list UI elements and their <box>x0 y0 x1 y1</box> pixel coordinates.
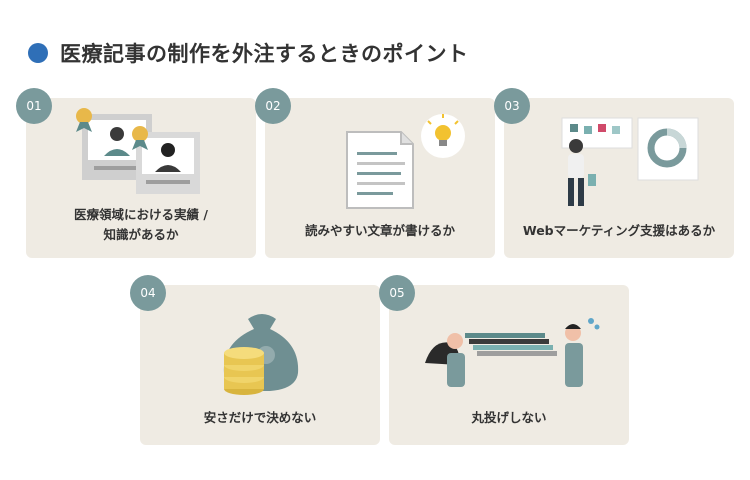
card-label-line1: 医療領域における実績 / <box>74 207 208 223</box>
card-number-badge: 05 <box>379 275 415 311</box>
card-number-badge: 04 <box>130 275 166 311</box>
award-doctors-icon <box>76 108 200 194</box>
page-header: 医療記事の制作を外注するときのポイント <box>28 38 469 68</box>
card-label: 読みやすい文章が書けるか <box>304 222 455 238</box>
title-dot-icon <box>28 43 48 63</box>
document-lightbulb-icon <box>346 114 465 209</box>
card-label-line2: 知識があるか <box>103 226 179 242</box>
card-label: Webマーケティング支援はあるか <box>522 222 716 238</box>
point-card-01: 01 医療領域における実績 / 知識があるか <box>16 88 256 258</box>
money-bag-icon <box>223 314 299 395</box>
card-label: 丸投げしない <box>471 409 547 425</box>
card-number-badge: 02 <box>255 88 291 124</box>
card-number-badge: 01 <box>16 88 52 124</box>
point-card-02: 02 読みやすい文章が書けるか <box>255 88 495 258</box>
page-title: 医療記事の制作を外注するときのポイント <box>60 42 469 66</box>
card-number-badge: 03 <box>494 88 530 124</box>
card-label: 医療領域における実績 / 知識があるか <box>26 205 256 244</box>
marketing-analytics-icon <box>561 117 699 206</box>
point-card-04: 04 安さだけで決めない <box>130 275 380 445</box>
point-card-03: 03 Webマーケティング支援はあるか <box>494 88 734 258</box>
card-label: 安さだけで決めない <box>203 409 317 425</box>
point-card-05: 05 丸投げしない <box>379 275 629 445</box>
handing-over-work-icon <box>425 318 600 387</box>
